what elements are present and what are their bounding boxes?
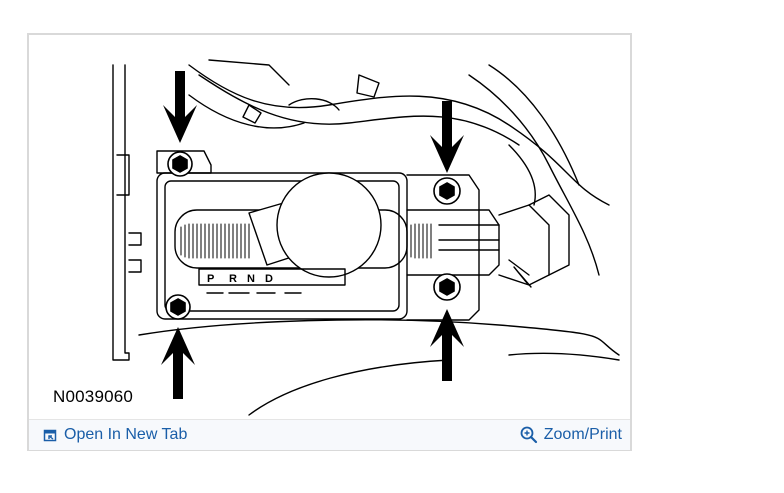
shift-letter-d: D: [265, 273, 273, 285]
zoom-print-link[interactable]: Zoom/Print: [520, 426, 622, 444]
bolt-bottom-left: [165, 294, 191, 320]
shifter-diagram: P R N D: [112, 59, 620, 416]
open-new-tab-icon: [43, 428, 58, 443]
arrow-bottom-left: [161, 327, 195, 399]
diagram-figure[interactable]: P R N D N0039060: [29, 35, 630, 417]
figure-code: N0039060: [53, 387, 134, 406]
figure-card: P R N D N0039060: [27, 33, 632, 451]
figure-footer: Open In New Tab Zoom/Print: [29, 419, 630, 450]
bolt-top-left: [167, 151, 193, 177]
zoom-print-label: Zoom/Print: [543, 426, 622, 443]
arrow-top-right: [430, 101, 464, 173]
arrows: [161, 71, 464, 399]
shift-letter-r: R: [229, 273, 237, 285]
arrow-bottom-right: [430, 309, 464, 381]
shift-letter-n: N: [247, 273, 255, 285]
arrow-top-left: [163, 71, 197, 143]
open-in-new-tab-label: Open In New Tab: [64, 426, 188, 443]
shift-letter-p: P: [207, 273, 214, 285]
magnifier-zoom-icon: [520, 426, 538, 444]
bolt-top-right: [433, 177, 461, 205]
bolt-bottom-right: [433, 273, 461, 301]
open-in-new-tab-link[interactable]: Open In New Tab: [43, 426, 187, 444]
